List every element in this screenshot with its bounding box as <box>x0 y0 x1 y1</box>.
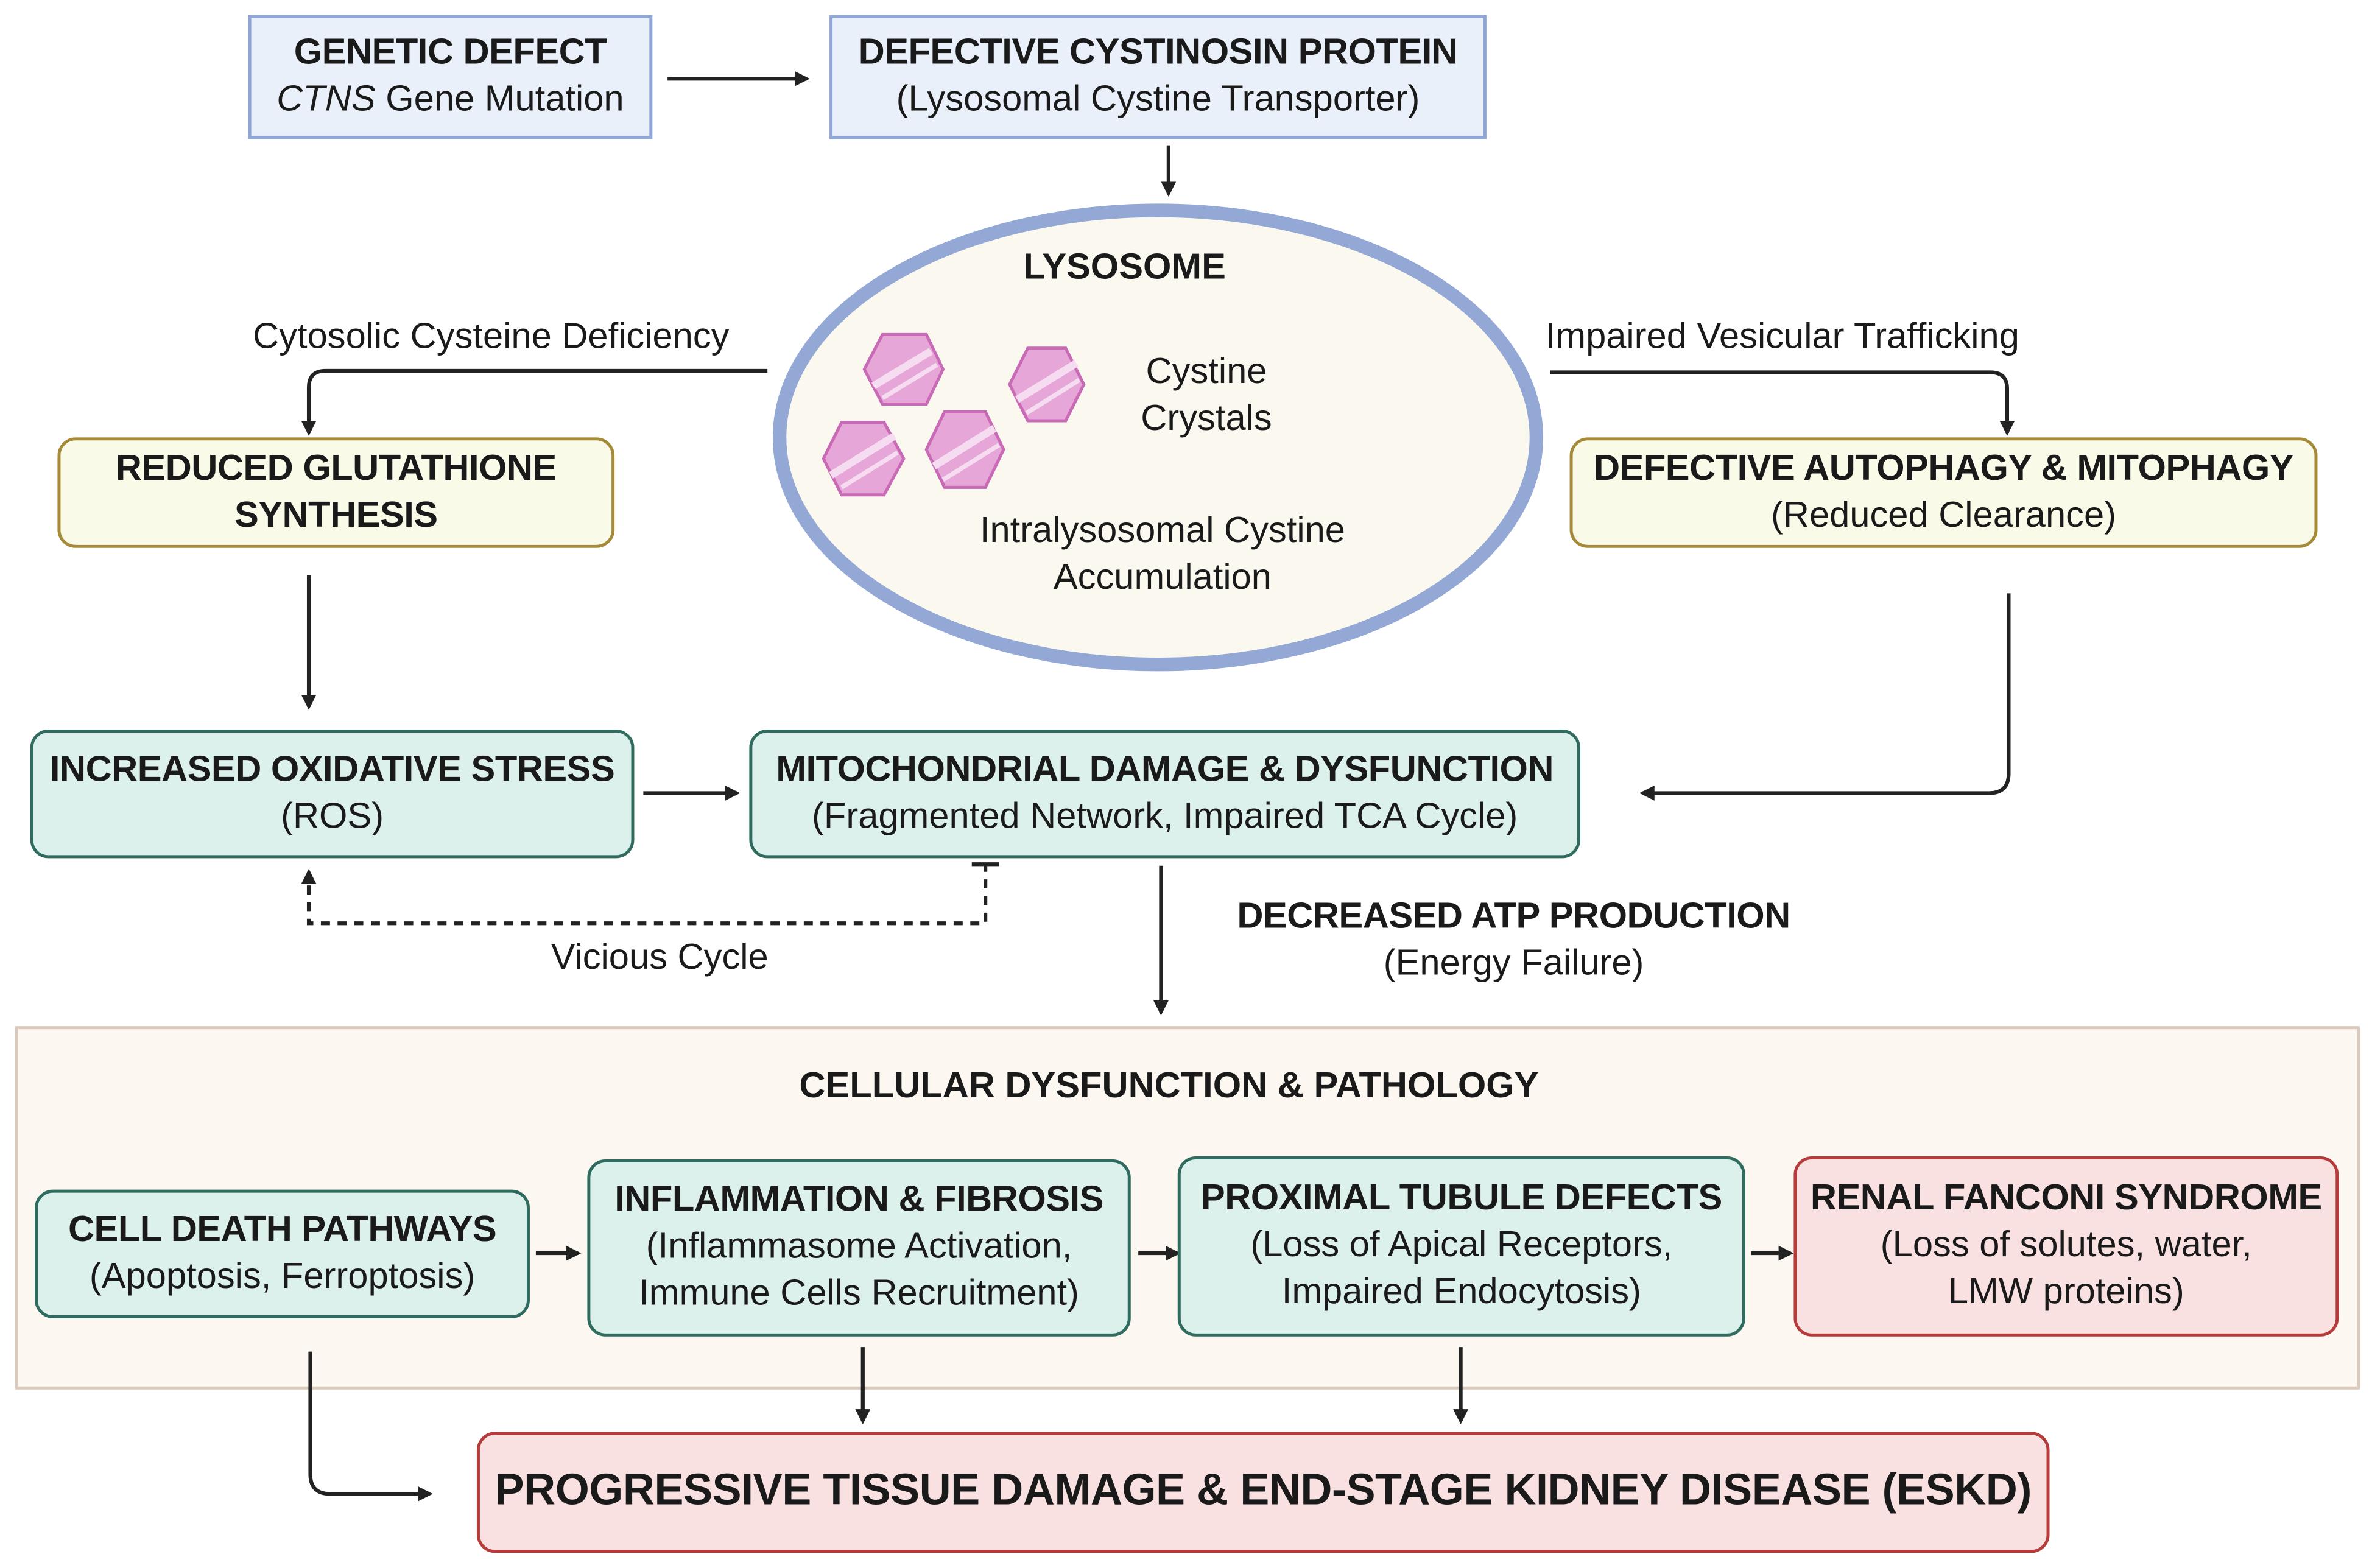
arrow-lysosome-to-glutathione <box>301 368 768 436</box>
fanconi-line-2: (Loss of solutes, water, <box>1880 1225 2252 1266</box>
atp-subtitle: (Energy Failure) <box>1383 943 1644 984</box>
arrow-autophagy-to-mito <box>1639 593 2011 801</box>
arrow-celldeath-to-eskd <box>308 1351 433 1502</box>
lysosome-membrane <box>772 203 1544 672</box>
mitochondrial-box: MITOCHONDRIAL DAMAGE & DYSFUNCTION (Frag… <box>749 730 1580 859</box>
left-branch-label: Cytosolic Cysteine Deficiency <box>253 316 730 357</box>
fanconi-title: RENAL FANCONI SYNDROME <box>1810 1178 2322 1219</box>
eskd-title: PROGRESSIVE TISSUE DAMAGE & END-STAGE KI… <box>494 1467 2032 1516</box>
cystine-crystal-icon <box>1008 346 1086 423</box>
cystine-crystal-icon <box>822 420 906 497</box>
atp-title: DECREASED ATP PRODUCTION <box>1237 896 1790 938</box>
genetic-defect-box: GENETIC DEFECT CTNS Gene Mutation <box>248 15 653 139</box>
right-branch-label: Impaired Vesicular Trafficking <box>1545 316 2019 357</box>
genetic-defect-title: GENETIC DEFECT <box>294 32 607 74</box>
accumulation-label: Intralysosomal Cystine Accumulation <box>935 507 1390 604</box>
panel-title: CELLULAR DYSFUNCTION & PATHOLOGY <box>799 1065 1539 1106</box>
crystals-line-1: Cystine <box>1146 351 1267 393</box>
autophagy-subtitle: (Reduced Clearance) <box>1770 494 2117 535</box>
cystine-crystals-label: Cystine Crystals <box>1113 348 1300 445</box>
glutathione-line-2: SYNTHESIS <box>234 494 438 535</box>
eskd-box: PROGRESSIVE TISSUE DAMAGE & END-STAGE KI… <box>476 1432 2050 1553</box>
proximal-tubule-box: PROXIMAL TUBULE DEFECTS (Loss of Apical … <box>1177 1156 1745 1337</box>
gene-suffix: Gene Mutation <box>375 79 624 120</box>
inflammation-box: INFLAMMATION & FIBROSIS (Inflammasome Ac… <box>587 1159 1131 1337</box>
accumulation-line-1: Intralysosomal Cystine <box>979 510 1345 552</box>
proximal-title: PROXIMAL TUBULE DEFECTS <box>1200 1178 1722 1219</box>
oxidative-subtitle: (ROS) <box>281 795 384 837</box>
proximal-line-3: Impaired Endocytosis) <box>1281 1271 1641 1312</box>
cell-death-subtitle: (Apoptosis, Ferroptosis) <box>89 1255 476 1296</box>
atp-label: DECREASED ATP PRODUCTION (Energy Failure… <box>1211 893 1816 990</box>
oxidative-title: INCREASED OXIDATIVE STRESS <box>49 748 615 790</box>
oxidative-stress-box: INCREASED OXIDATIVE STRESS (ROS) <box>30 730 635 859</box>
fanconi-box: RENAL FANCONI SYNDROME (Loss of solutes,… <box>1793 1156 2339 1337</box>
genetic-defect-subtitle: CTNS Gene Mutation <box>276 77 624 124</box>
cystine-crystal-icon <box>862 332 945 406</box>
fanconi-line-3: LMW proteins) <box>1948 1271 2184 1312</box>
autophagy-box: DEFECTIVE AUTOPHAGY & MITOPHAGY (Reduced… <box>1569 437 2318 548</box>
gene-name: CTNS <box>276 79 376 120</box>
vicious-cycle-label: Vicious Cycle <box>551 937 769 978</box>
crystals-line-2: Crystals <box>1141 398 1272 439</box>
cell-death-box: CELL DEATH PATHWAYS (Apoptosis, Ferropto… <box>35 1189 530 1318</box>
autophagy-title: DEFECTIVE AUTOPHAGY & MITOPHAGY <box>1593 448 2294 489</box>
arrow-vicious-cycle <box>301 862 988 926</box>
lysosome-title: LYSOSOME <box>1023 247 1226 288</box>
cystinosin-title: DEFECTIVE CYSTINOSIN PROTEIN <box>858 32 1458 74</box>
proximal-line-2: (Loss of Apical Receptors, <box>1250 1225 1673 1266</box>
cell-death-title: CELL DEATH PATHWAYS <box>68 1209 497 1250</box>
inflammation-line-2: (Inflammasome Activation, <box>646 1226 1072 1267</box>
cystine-crystal-icon <box>924 410 1005 489</box>
arrow-lysosome-to-autophagy <box>1550 370 2015 436</box>
cystinosin-subtitle: (Lysosomal Cystine Transporter) <box>896 79 1420 120</box>
inflammation-line-3: Immune Cells Recruitment) <box>639 1273 1079 1314</box>
mito-subtitle: (Fragmented Network, Impaired TCA Cycle) <box>812 795 1518 837</box>
glutathione-box: REDUCED GLUTATHIONE SYNTHESIS <box>57 437 615 548</box>
inflammation-title: INFLAMMATION & FIBROSIS <box>614 1180 1103 1221</box>
cystinosin-box: DEFECTIVE CYSTINOSIN PROTEIN (Lysosomal … <box>829 15 1487 139</box>
accumulation-line-2: Accumulation <box>1053 557 1272 598</box>
glutathione-line-1: REDUCED GLUTATHIONE <box>115 448 557 489</box>
mito-title: MITOCHONDRIAL DAMAGE & DYSFUNCTION <box>776 748 1554 790</box>
